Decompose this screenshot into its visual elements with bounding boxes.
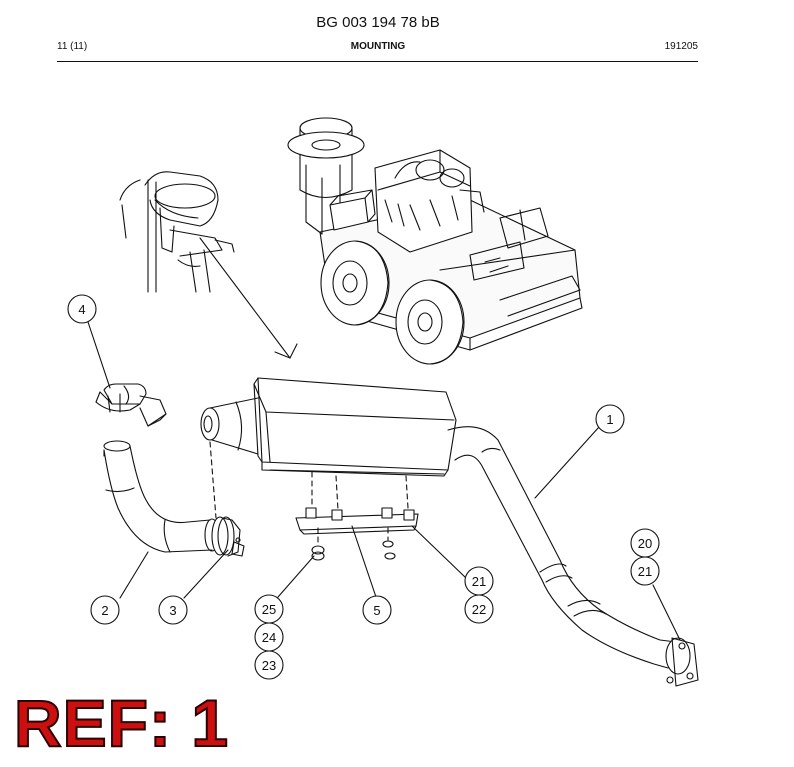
svg-text:3: 3: [169, 603, 176, 618]
assembly-guide-lines: [209, 441, 409, 547]
callout-24: 24: [254, 622, 284, 652]
svg-text:5: 5: [373, 603, 380, 618]
callout-1: 1: [595, 404, 625, 434]
machine-overview-illustration: [287, 117, 583, 365]
header-rule: [57, 61, 698, 62]
part-1-silencer: [200, 377, 699, 687]
callout-3: 3: [158, 595, 188, 625]
svg-text:23: 23: [262, 658, 276, 673]
document-number: BG 003 194 78 bB: [316, 14, 440, 31]
svg-text:2: 2: [101, 603, 108, 618]
page-number: 11 (11): [57, 41, 88, 52]
callout-2: 2: [90, 595, 120, 625]
callout-5: 5: [362, 595, 392, 625]
callout-25: 25: [254, 594, 284, 624]
part-4-bracket: [95, 383, 167, 427]
callout-21-outlet: 21: [630, 556, 660, 586]
svg-text:25: 25: [262, 602, 276, 617]
callout-4: 4: [67, 294, 97, 324]
svg-text:4: 4: [78, 302, 85, 317]
part-2-bent-pipe: [103, 440, 220, 553]
svg-text:24: 24: [262, 630, 276, 645]
svg-text:21: 21: [638, 564, 652, 579]
date-code: 191205: [664, 41, 698, 52]
part-3-clamp: [211, 516, 245, 557]
callout-21-plate: 21: [464, 566, 494, 596]
leader-lines: [87, 321, 681, 641]
svg-text:20: 20: [638, 536, 652, 551]
svg-text:21: 21: [472, 574, 486, 589]
callout-23: 23: [254, 650, 284, 680]
nut-parts: [311, 540, 396, 561]
reference-label: REF: 1: [13, 686, 230, 760]
section-title: MOUNTING: [350, 41, 406, 52]
callout-22: 22: [464, 594, 494, 624]
svg-text:22: 22: [472, 602, 486, 617]
exhaust-detail-inset: [119, 171, 298, 359]
callout-20: 20: [630, 528, 660, 558]
svg-text:1: 1: [606, 412, 613, 427]
part-5-mounting-plate: [295, 507, 419, 535]
